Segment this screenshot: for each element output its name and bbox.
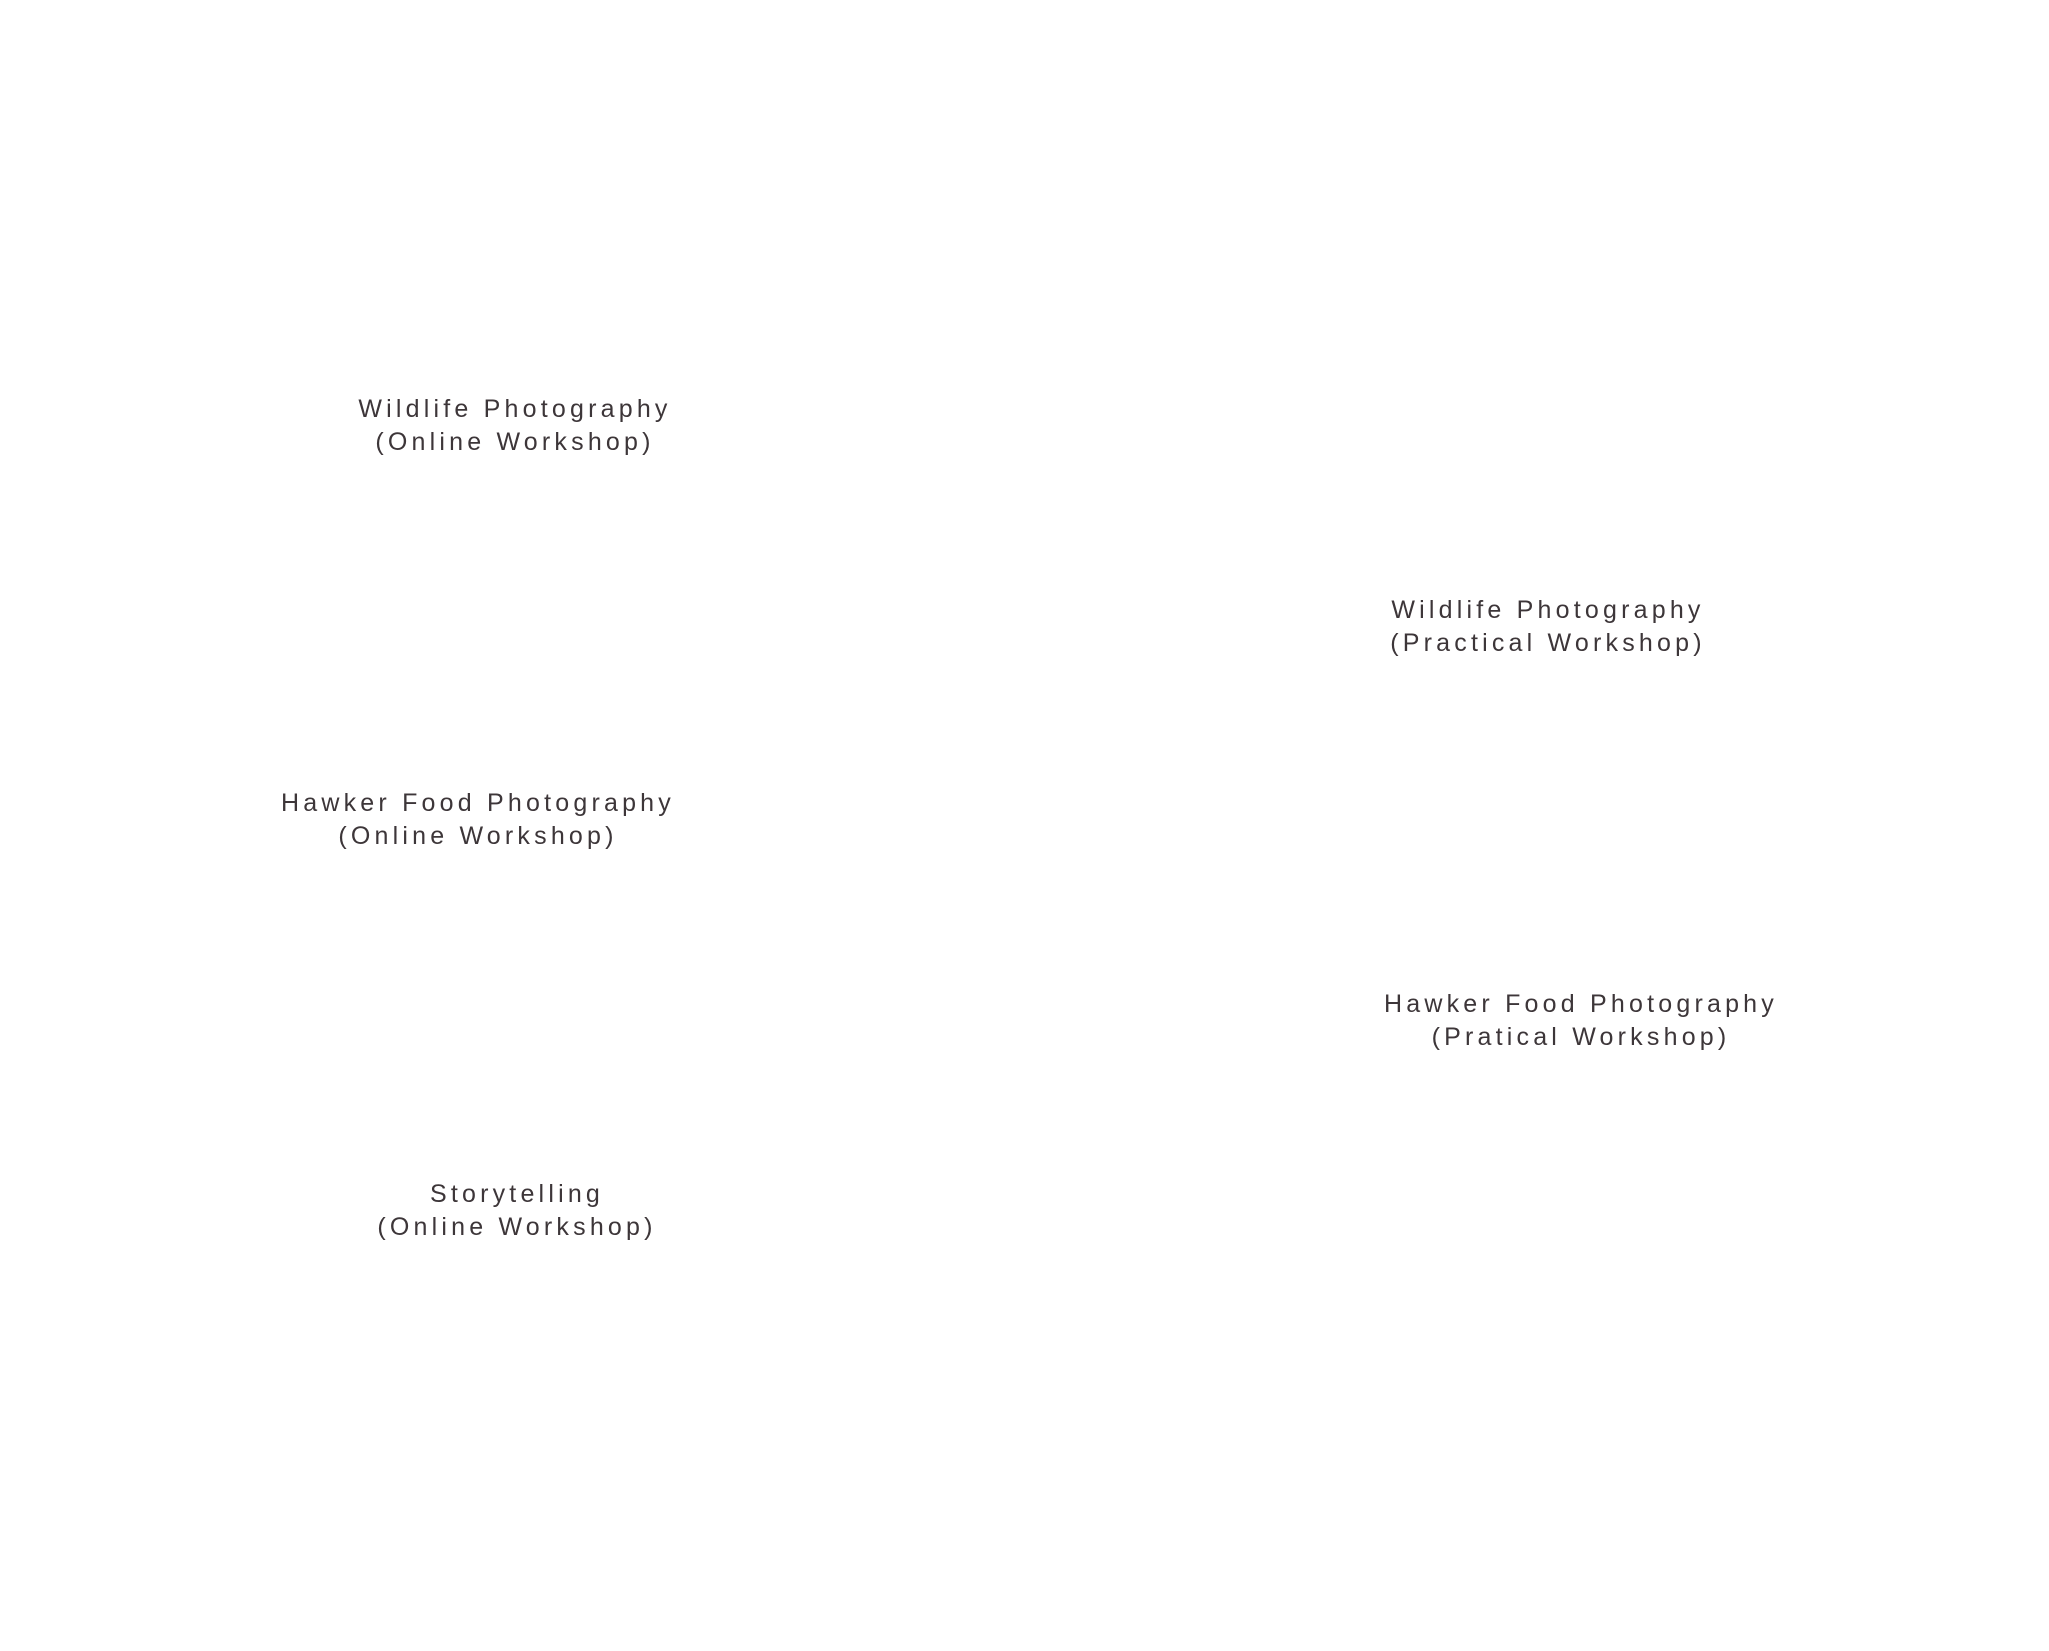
workshop-link-hawker-practical[interactable]: Hawker Food Photography (Pratical Worksh…	[1384, 988, 1778, 1054]
workshop-link-storytelling-online[interactable]: Storytelling (Online Workshop)	[377, 1178, 656, 1244]
workshop-title: Hawker Food Photography	[281, 789, 675, 817]
workshop-title: Wildlife Photography	[358, 395, 672, 423]
workshop-format: (Practical Workshop)	[1390, 629, 1706, 657]
workshop-link-wildlife-online[interactable]: Wildlife Photography (Online Workshop)	[358, 393, 671, 459]
workshop-link-hawker-online[interactable]: Hawker Food Photography (Online Workshop…	[281, 787, 675, 853]
workshop-link-wildlife-practical[interactable]: Wildlife Photography (Practical Workshop…	[1390, 594, 1706, 660]
workshop-title: Wildlife Photography	[1391, 596, 1705, 624]
workshop-title: Hawker Food Photography	[1384, 990, 1778, 1018]
workshop-title: Storytelling	[429, 1180, 605, 1208]
workshop-format: (Online Workshop)	[375, 428, 655, 456]
workshop-format: (Pratical Workshop)	[1431, 1023, 1731, 1051]
workshop-format: (Online Workshop)	[338, 822, 618, 850]
workshop-format: (Online Workshop)	[377, 1213, 657, 1241]
